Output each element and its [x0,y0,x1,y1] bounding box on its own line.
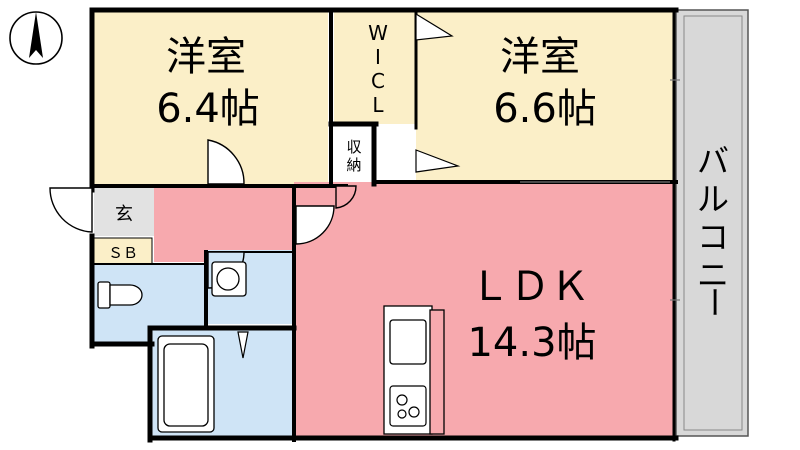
storage-floor [334,126,374,182]
entrance-door-swing [49,187,93,233]
toilet-icon [97,281,143,309]
wic-folding-doors [415,12,461,173]
balcony-char-3: コ [697,218,729,256]
storage-char-2: 納 [346,156,361,174]
wic-char-2: I [375,45,381,69]
balcony-char-5: ー [695,286,733,318]
balcony-char-2: ル [697,180,729,218]
wic-char-3: C [371,69,385,93]
wic-char-1: W [368,21,388,45]
genkan-floor [94,188,154,236]
hall-floor [154,186,294,262]
bedroom-west-size: 6.4帖 [156,86,260,132]
bedroom-east-size: 6.6帖 [493,86,597,132]
balcony-char-1: バ [697,142,729,180]
balcony-char-4: ニ [697,256,729,294]
ldk-size: 14.3帖 [467,320,596,366]
storage-char-1: 収 [346,138,361,156]
balcony-area [675,9,749,437]
storage-door-swing [335,185,357,209]
shoebox-label: ＳＢ [108,244,138,262]
bath-door-icon [237,331,249,359]
washbasin-icon [211,261,247,297]
stove-icon [389,385,427,427]
bedroom-west-door-swing [207,139,245,185]
genkan-label: 玄 [115,204,133,225]
ldk-floor [294,182,674,436]
wic-floor [334,10,416,124]
kitchen-sink-icon [389,319,427,365]
ldk-name: ＬＤＫ [470,264,590,310]
bathtub-icon [157,335,215,433]
windows [520,79,680,301]
bedroom-east-floor [416,10,674,180]
wic-char-4: L [372,93,384,117]
compass-north-icon [9,11,63,65]
bedroom-east-name: 洋室 [500,34,580,80]
ldk-door-swing [295,205,335,245]
bedroom-west-name: 洋室 [166,34,246,80]
